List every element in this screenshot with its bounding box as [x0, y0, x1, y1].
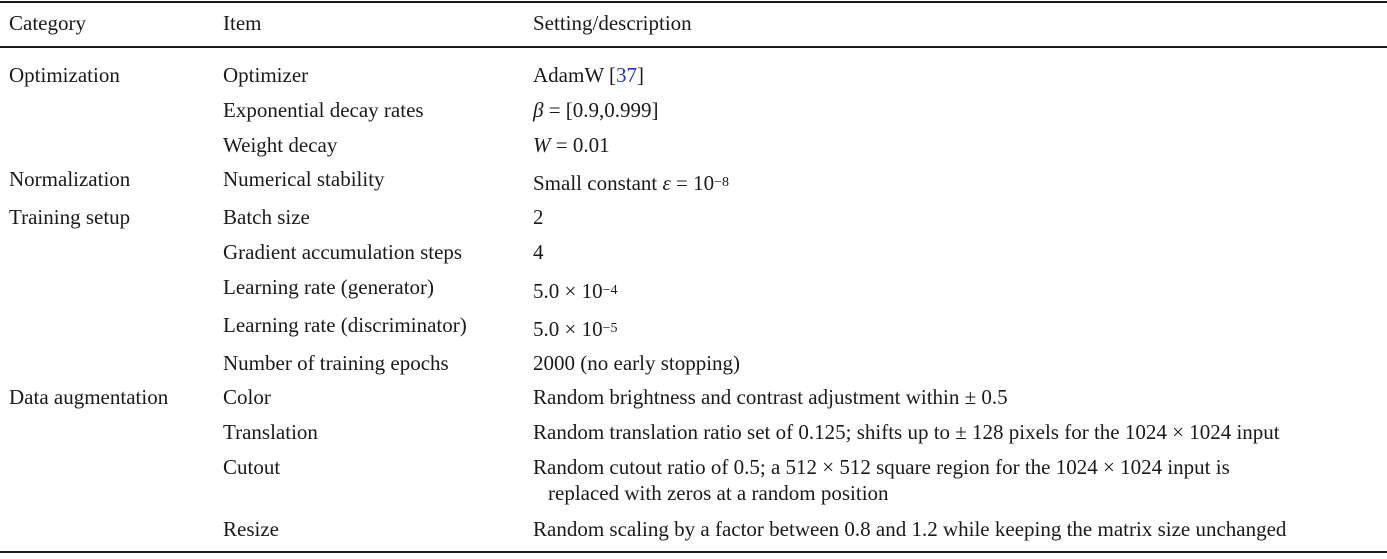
setting-small-constant: Small constant: [533, 171, 663, 195]
w-symbol: W: [533, 133, 551, 157]
category-normalization: Normalization: [9, 167, 131, 191]
citation-link[interactable]: 37: [616, 63, 638, 87]
header-setting: Setting/description: [533, 11, 692, 35]
setting-exp-decay-value: = [0.9,0.999]: [543, 98, 659, 122]
setting-cutout-line2: replaced with zeros at a random position: [548, 481, 889, 505]
table-top-rule: [0, 1, 1387, 3]
beta-symbol: β: [533, 98, 544, 122]
setting-epochs: 2000 (no early stopping): [533, 351, 741, 375]
epsilon-exponent: −8: [714, 175, 730, 190]
table-bottom-rule: [0, 551, 1387, 553]
item-numerical-stability: Numerical stability: [223, 167, 385, 191]
item-color: Color: [223, 385, 271, 409]
setting-grad-accum: 4: [533, 240, 544, 264]
setting-lr-generator: 5.0 × 10−4: [533, 278, 618, 304]
category-optimization: Optimization: [9, 63, 120, 87]
item-batch-size: Batch size: [223, 205, 310, 229]
item-translation: Translation: [223, 420, 318, 444]
lr-generator-base: 5.0 × 10: [533, 279, 603, 303]
item-optimizer: Optimizer: [223, 63, 309, 87]
setting-optimizer-text: AdamW [: [533, 63, 617, 87]
lr-discriminator-exponent: −5: [602, 321, 618, 336]
setting-translation: Random translation ratio set of 0.125; s…: [533, 420, 1280, 444]
table-header-rule: [0, 46, 1387, 48]
setting-numerical-stability: Small constant ε = 10−8: [533, 170, 729, 196]
lr-discriminator-base: 5.0 × 10: [533, 317, 603, 341]
item-lr-discriminator: Learning rate (discriminator): [223, 313, 467, 337]
item-weight-decay: Weight decay: [223, 133, 338, 157]
epsilon-symbol: ε: [662, 171, 671, 195]
item-exp-decay: Exponential decay rates: [223, 98, 424, 122]
item-grad-accum: Gradient accumulation steps: [223, 240, 463, 264]
setting-resize: Random scaling by a factor between 0.8 a…: [533, 517, 1287, 541]
setting-optimizer-close: ]: [637, 63, 645, 87]
lr-generator-exponent: −4: [602, 283, 618, 298]
category-data-augmentation: Data augmentation: [9, 385, 169, 409]
setting-cutout-line1: Random cutout ratio of 0.5; a 512 × 512 …: [533, 455, 1230, 479]
header-item: Item: [223, 11, 262, 35]
item-cutout: Cutout: [223, 455, 281, 479]
header-category: Category: [9, 11, 86, 35]
item-epochs: Number of training epochs: [223, 351, 449, 375]
setting-color: Random brightness and contrast adjustmen…: [533, 385, 1008, 409]
item-lr-generator: Learning rate (generator): [223, 275, 435, 299]
setting-lr-discriminator: 5.0 × 10−5: [533, 316, 618, 342]
setting-optimizer: AdamW [37]: [533, 62, 644, 88]
setting-epsilon-value: = 10: [670, 171, 715, 195]
category-training-setup: Training setup: [9, 205, 131, 229]
setting-weight-decay: W = 0.01: [533, 132, 610, 158]
item-resize: Resize: [223, 517, 279, 541]
setting-exp-decay: β = [0.9,0.999]: [533, 97, 659, 123]
setting-weight-decay-value: = 0.01: [550, 133, 610, 157]
setting-batch-size: 2: [533, 205, 544, 229]
